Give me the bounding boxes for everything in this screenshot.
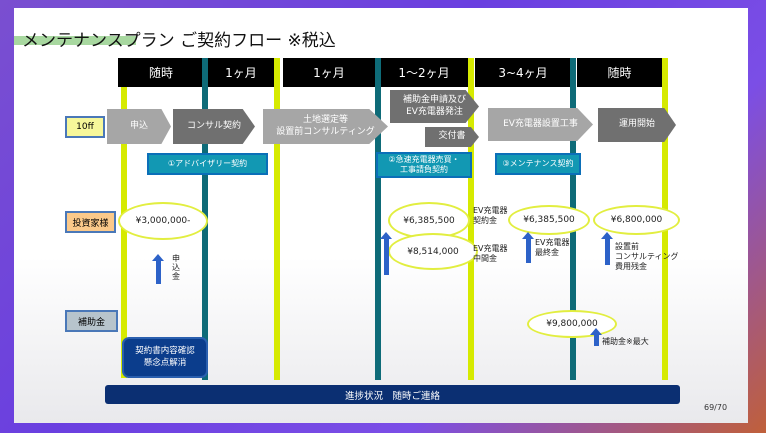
note-contract-fee: EV充電器 契約金 [473, 206, 508, 225]
step-land-selection: 土地選定等 設置前コンサルティング [263, 109, 388, 144]
divider-line [375, 58, 381, 380]
amount-subsidy-max: ¥9,800,000 [527, 310, 617, 338]
step-operation-start: 運用開始 [598, 108, 676, 142]
contract-maintenance: ③メンテナンス契約 [495, 153, 581, 175]
page-number: 69/70 [704, 403, 728, 412]
arrow-up-icon [152, 254, 164, 284]
note-apply-fee: 申 込 金 [172, 254, 180, 282]
contract-sales-construction: ②急速充電器売買・ 工事請負契約 [376, 152, 472, 178]
header-phase-5: 3~4ヶ月 [475, 58, 571, 87]
contract-advisory: ①アドバイザリー契約 [147, 153, 268, 175]
arrow-up-icon [380, 232, 392, 275]
note-subsidy-max: 補助金※最大 [602, 337, 649, 346]
amount-final-fee: ¥6,385,500 [508, 205, 590, 235]
amount-consul-rest: ¥6,800,000 [593, 205, 680, 235]
divider-line [274, 58, 280, 380]
step-consul-contract: コンサル契約 [173, 109, 255, 144]
header-phase-2: 1ヶ月 [208, 58, 274, 87]
arrow-up-icon [522, 232, 534, 263]
header-phase-3: 1ヶ月 [283, 58, 375, 87]
row-label-investor: 投資家様 [65, 211, 116, 233]
amount-apply-fee: ¥3,000,000- [118, 202, 208, 240]
title-highlight [14, 36, 136, 45]
row-label-10ff: 10ff [65, 116, 105, 138]
note-final-fee: EV充電器 最終金 [535, 238, 570, 257]
amount-interim-fee: ¥8,514,000 [388, 233, 478, 270]
header-phase-1: 随時 [118, 58, 204, 87]
divider-line [121, 87, 127, 378]
step-ev-installation: EV充電器設置工事 [488, 108, 593, 141]
step-grant-document: 交付書 [425, 127, 479, 147]
step-subsidy-application: 補助金申請及び EV充電器発注 [390, 90, 479, 123]
row-label-subsidy: 補助金 [65, 310, 118, 332]
divider-line [468, 58, 474, 380]
progress-bar: 進捗状況 随時ご連絡 [105, 385, 680, 404]
header-phase-6: 随時 [577, 58, 662, 87]
step-apply: 申込 [107, 109, 171, 144]
contract-check-box: 契約書内容確認 懸念点解消 [122, 337, 208, 378]
slide-title: メンテナンスプラン ご契約フロー ※税込 [22, 31, 336, 51]
arrow-up-icon [601, 232, 613, 265]
header-phase-4: 1〜2ヶ月 [380, 58, 468, 87]
note-interim-fee: EV充電器 中間金 [473, 244, 508, 263]
note-consul-rest: 設置前 コンサルティング 費用残金 [615, 242, 679, 271]
arrow-up-icon [590, 328, 602, 346]
